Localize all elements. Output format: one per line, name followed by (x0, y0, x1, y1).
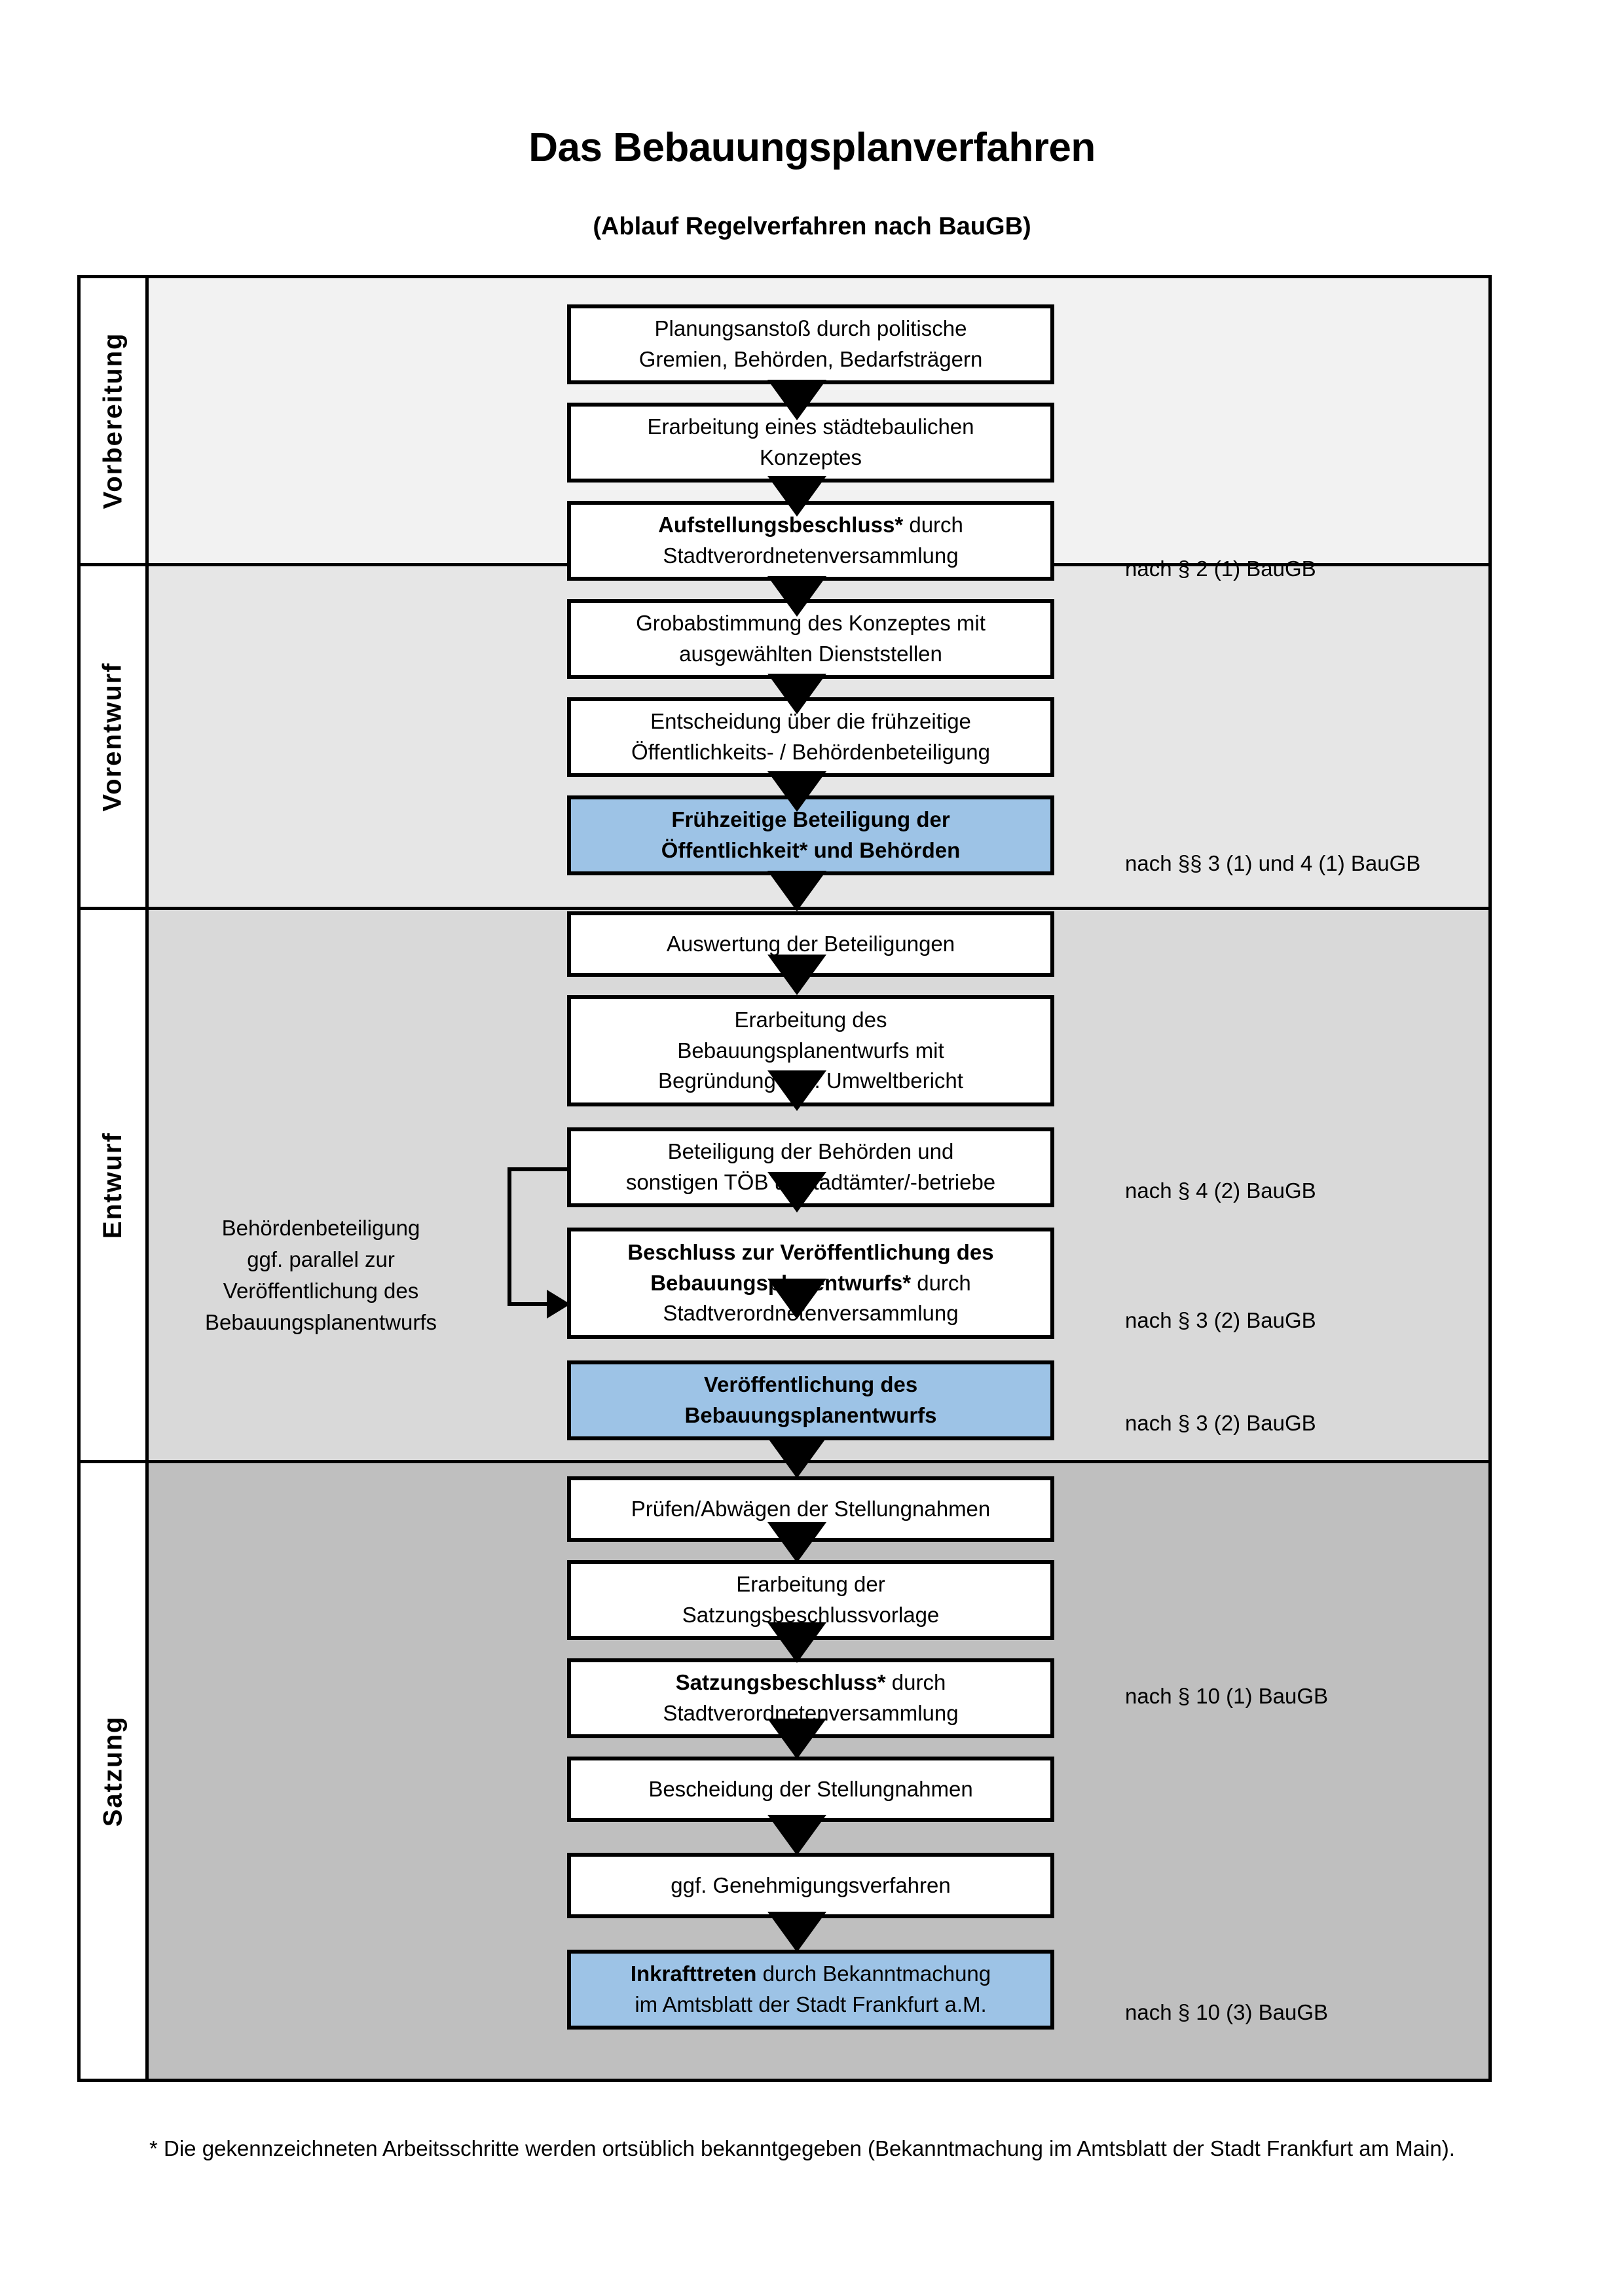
step-text: Veröffentlichung des Bebauungsplanentwur… (675, 1370, 946, 1431)
bracket-vertical-segment (507, 1167, 511, 1306)
step-line: Bescheidung der Stellungnahmen (648, 1776, 973, 1801)
phase-label-text: Vorentwurf (98, 661, 127, 812)
step-text: Prüfen/Abwägen der Stellungnahmen (622, 1494, 1000, 1525)
step-text: Erarbeitung eines städtebaulichen Konzep… (638, 412, 983, 473)
step-text: Auswertung der Beteiligungen (657, 929, 964, 960)
sidenote-line: Bebauungsplanentwurfs (204, 1309, 437, 1334)
legal-reference-par10-3: nach § 10 (3) BauGB (1125, 2000, 1329, 2024)
phase-label-cell: Satzung (81, 1463, 149, 2079)
sidenote-line: Behördenbeteiligung (221, 1216, 420, 1240)
flow-arrow-down (767, 380, 826, 420)
step-line: Prüfen/Abwägen der Stellungnahmen (631, 1496, 991, 1521)
step-text: Frühzeitige Beteiligung der Öffentlichke… (652, 805, 970, 866)
footnote: * Die gekennzeichneten Arbeitsschritte w… (149, 2136, 1455, 2160)
flow-arrow-down (767, 476, 826, 517)
step-text: Satzungsbeschluss* durch Stadtverordnete… (654, 1667, 967, 1729)
step-line: Auswertung der Beteiligungen (666, 931, 955, 956)
step-box-veroeffentlichung[interactable]: Veröffentlichung des Bebauungsplanentwur… (567, 1360, 1054, 1440)
step-line: Öffentlichkeits- / Behördenbeteiligung (631, 740, 990, 764)
step-box-inkrafttreten[interactable]: Inkrafttreten durch Bekanntmachung im Am… (567, 1950, 1054, 2030)
step-text: ggf. Genehmigungsverfahren (661, 1870, 959, 1901)
step-bold: Satzungsbeschluss* (675, 1670, 886, 1695)
step-box-genehmigungsverfahren[interactable]: ggf. Genehmigungsverfahren (567, 1853, 1054, 1918)
step-text: Inkrafttreten durch Bekanntmachung im Am… (621, 1959, 1000, 2020)
step-text: Grobabstimmung des Konzeptes mit ausgewä… (627, 608, 995, 670)
step-box-planungsanstoss[interactable]: Planungsanstoß durch politische Gremien,… (567, 304, 1054, 384)
bracket-arrowhead-icon (547, 1290, 570, 1319)
step-line: ausgewählten Dienststellen (679, 642, 942, 666)
legal-reference-par3-2-a: nach § 3 (2) BauGB (1125, 1308, 1316, 1332)
step-line: durch Bekanntmachung (756, 1961, 991, 1986)
step-line: Erarbeitung des (734, 1007, 887, 1032)
step-line: Stadtverordnetenversammlung (663, 543, 959, 568)
legal-reference-par4-2: nach § 4 (2) BauGB (1125, 1178, 1316, 1203)
flow-arrow-down (767, 1522, 826, 1563)
page-title: Das Bebauungsplanverfahren (528, 125, 1096, 170)
step-bold: Inkrafttreten (630, 1961, 757, 1986)
flow-arrow-down (767, 1719, 826, 1759)
flow-arrow-down (767, 1815, 826, 1855)
step-text: Bescheidung der Stellungnahmen (639, 1774, 982, 1805)
step-box-auswertung[interactable]: Auswertung der Beteiligungen (567, 911, 1054, 977)
legal-reference-par3-1-4-1: nach §§ 3 (1) und 4 (1) BauGB (1125, 851, 1421, 875)
step-text: Planungsanstoß durch politische Gremien,… (630, 314, 992, 375)
step-text: Entscheidung über die frühzeitige Öffent… (622, 706, 999, 768)
page-subtitle: (Ablauf Regelverfahren nach BauGB) (593, 213, 1031, 240)
sidenote-behoerdenbeteiligung: Behördenbeteiligung ggf. parallel zur Ve… (170, 1212, 471, 1338)
flow-arrow-down (767, 576, 826, 617)
flow-arrow-down (767, 871, 826, 911)
step-line: durch (911, 1270, 971, 1295)
flow-arrow-down (767, 674, 826, 714)
phase-label-text: Entwurf (98, 1131, 127, 1239)
bracket-bottom-segment (507, 1302, 548, 1306)
step-bold: Beschluss zur Veröffentlichung des (627, 1239, 994, 1264)
step-line: Erarbeitung der (736, 1572, 885, 1597)
phase-label-text: Vorbereitung (98, 332, 127, 509)
step-line: Bebauungsplanentwurfs mit (677, 1038, 944, 1063)
phase-label-cell: Vorbereitung (81, 278, 149, 566)
phase-label-cell: Vorentwurf (81, 566, 149, 910)
step-line: durch (903, 513, 963, 538)
step-line: Gremien, Behörden, Bedarfsträgern (638, 347, 983, 371)
step-line: Konzeptes (760, 445, 862, 469)
legal-reference-par2-1: nach § 2 (1) BauGB (1125, 556, 1316, 581)
step-line: Planungsanstoß durch politische (654, 316, 967, 341)
flow-arrow-down (767, 1172, 826, 1212)
bracket-top-segment (507, 1167, 570, 1171)
phase-label-cell: Entwurf (81, 910, 149, 1463)
step-box-bescheidung[interactable]: Bescheidung der Stellungnahmen (567, 1757, 1054, 1822)
step-bold: Aufstellungsbeschluss* (658, 513, 904, 538)
flow-arrow-down (767, 771, 826, 812)
step-line: im Amtsblatt der Stadt Frankfurt a.M. (635, 1992, 987, 2016)
step-text: Erarbeitung der Satzungsbeschlussvorlage (673, 1569, 949, 1631)
step-line: ggf. Genehmigungsverfahren (671, 1872, 951, 1897)
flow-arrow-down (767, 1279, 826, 1319)
sidenote-line: ggf. parallel zur (247, 1247, 395, 1271)
step-bold: Bebauungsplanentwurfs (684, 1403, 937, 1427)
step-text: Aufstellungsbeschluss* durch Stadtverord… (649, 510, 972, 572)
flow-arrow-down (767, 1438, 826, 1478)
legal-reference-par10-1: nach § 10 (1) BauGB (1125, 1684, 1329, 1708)
flow-arrow-down (767, 1622, 826, 1663)
flow-arrow-down (767, 1912, 826, 1952)
step-bold: Veröffentlichung des (703, 1372, 918, 1397)
step-bold: Öffentlichkeit* und Behörden (661, 838, 961, 862)
step-line: Beteiligung der Behörden und (667, 1139, 954, 1164)
flow-arrow-down (767, 1070, 826, 1111)
legal-reference-par3-2-b: nach § 3 (2) BauGB (1125, 1411, 1316, 1435)
flow-arrow-down (767, 955, 826, 995)
sidenote-line: Veröffentlichung des (223, 1278, 419, 1303)
phase-label-text: Satzung (98, 1715, 128, 1827)
step-line: durch (885, 1670, 946, 1695)
